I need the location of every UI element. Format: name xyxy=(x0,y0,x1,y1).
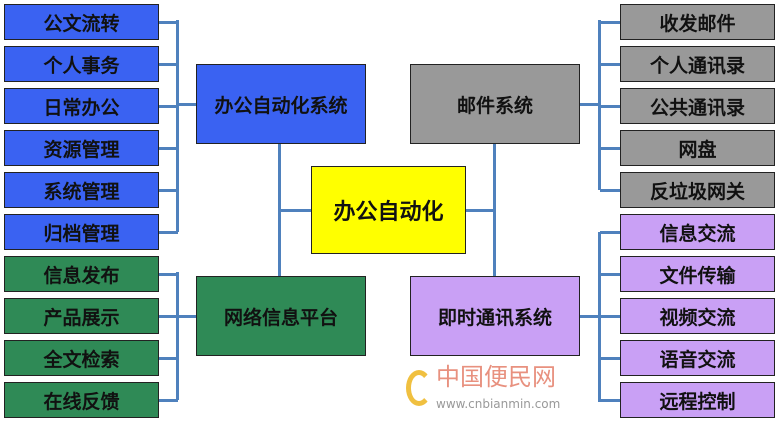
leaf-node: 系统管理 xyxy=(4,172,159,208)
leaf-node: 资源管理 xyxy=(4,130,159,166)
hub-im-system: 即时通讯系统 xyxy=(410,276,580,356)
watermark-name: 中国便民网 xyxy=(436,363,556,391)
watermark-url: www.cnbianmin.com xyxy=(436,397,561,411)
connector xyxy=(600,147,620,150)
leaf-node: 远程控制 xyxy=(620,382,775,418)
connector xyxy=(176,103,196,106)
connector xyxy=(158,147,178,150)
connector xyxy=(158,315,178,318)
connector xyxy=(600,63,620,66)
connector xyxy=(600,315,620,318)
leaf-node: 信息交流 xyxy=(620,214,775,250)
hub-office-system: 办公自动化系统 xyxy=(196,64,366,144)
leaf-node: 个人事务 xyxy=(4,46,159,82)
leaf-node: 个人通讯录 xyxy=(620,46,775,82)
watermark-logo-icon xyxy=(406,370,432,406)
connector xyxy=(158,105,178,108)
connector xyxy=(158,399,178,402)
connector xyxy=(600,21,620,24)
connector xyxy=(580,315,600,318)
hub-web-platform: 网络信息平台 xyxy=(196,276,366,356)
leaf-node: 在线反馈 xyxy=(4,382,159,418)
leaf-node: 文件传输 xyxy=(620,256,775,292)
connector xyxy=(600,357,620,360)
connector xyxy=(158,357,178,360)
leaf-node: 产品展示 xyxy=(4,298,159,334)
leaf-node: 视频交流 xyxy=(620,298,775,334)
leaf-node: 信息发布 xyxy=(4,256,159,292)
connector xyxy=(465,209,495,212)
leaf-node: 公共通讯录 xyxy=(620,88,775,124)
connector xyxy=(278,144,281,276)
leaf-node: 语音交流 xyxy=(620,340,775,376)
connector xyxy=(158,63,178,66)
connector xyxy=(158,21,178,24)
connector xyxy=(600,189,620,192)
connector xyxy=(600,273,620,276)
connector xyxy=(600,231,620,234)
connector xyxy=(158,189,178,192)
connector xyxy=(158,231,178,234)
connector xyxy=(176,272,179,400)
leaf-node: 日常办公 xyxy=(4,88,159,124)
leaf-node: 全文检索 xyxy=(4,340,159,376)
leaf-node: 公文流转 xyxy=(4,4,159,40)
watermark: 中国便民网 www.cnbianmin.com xyxy=(404,362,580,420)
connector xyxy=(176,315,196,318)
center-node: 办公自动化 xyxy=(311,166,466,254)
connector xyxy=(176,20,179,232)
connector xyxy=(280,209,312,212)
leaf-node: 收发邮件 xyxy=(620,4,775,40)
leaf-node: 反垃圾网关 xyxy=(620,172,775,208)
connector xyxy=(600,399,620,402)
leaf-node: 归档管理 xyxy=(4,214,159,250)
connector xyxy=(158,273,178,276)
leaf-node: 网盘 xyxy=(620,130,775,166)
connector xyxy=(580,103,600,106)
connector xyxy=(600,105,620,108)
hub-mail-system: 邮件系统 xyxy=(410,64,580,144)
